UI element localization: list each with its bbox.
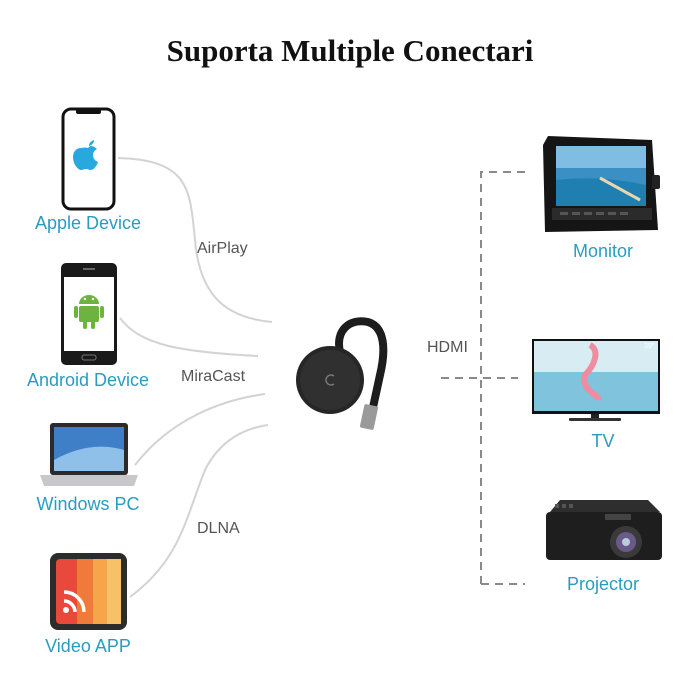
apple-device-label: Apple Device xyxy=(34,213,142,233)
video-app-label: Video APP xyxy=(45,636,131,656)
dlna-line xyxy=(129,424,269,598)
laptop-icon xyxy=(40,423,138,486)
apple-phone-icon xyxy=(61,107,116,211)
tv-label: TV xyxy=(591,431,615,451)
android-phone-icon xyxy=(61,263,117,365)
chromecast-dongle-icon xyxy=(296,317,388,430)
monitor-label: Monitor xyxy=(572,241,634,261)
tv-screen-text: 39" xyxy=(644,343,655,350)
windows-pc-label: Windows PC xyxy=(36,494,140,514)
windows-line xyxy=(134,393,266,466)
hdmi-dashed-lines xyxy=(441,171,525,585)
airplay-line xyxy=(117,157,273,323)
airplay-label: AirPlay xyxy=(197,240,248,257)
tv-icon: 39" xyxy=(532,339,660,421)
projector-label: Projector xyxy=(566,574,640,594)
hdmi-label: HDMI xyxy=(427,339,468,356)
projector-icon xyxy=(546,500,662,560)
video-app-cast-icon xyxy=(50,553,127,630)
monitor-icon xyxy=(543,136,660,232)
android-device-label: Android Device xyxy=(26,370,150,390)
miracast-line xyxy=(119,317,259,357)
dlna-label: DLNA xyxy=(197,520,240,537)
page-title: Suporta Multiple Conectari xyxy=(166,33,534,68)
miracast-label: MiraCast xyxy=(181,368,246,385)
